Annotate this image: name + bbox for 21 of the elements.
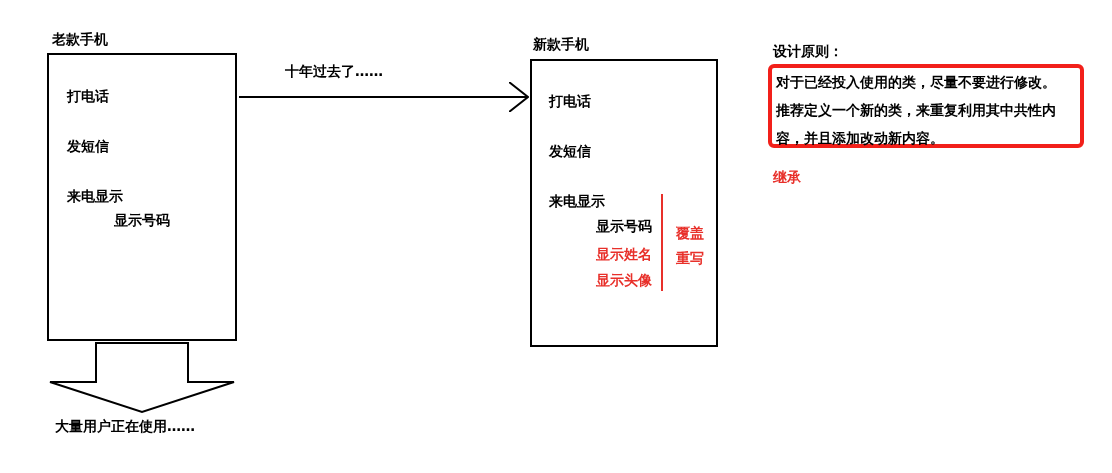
card-heading: 新款手机 (533, 35, 589, 53)
caption-text: 大量用户正在使用…… (55, 417, 195, 435)
feature-text: 显示姓名 (596, 245, 652, 263)
feature-text: 打电话 (67, 87, 109, 105)
arrow (238, 81, 529, 113)
annotation-text: 继承 (773, 168, 801, 186)
feature-text: 显示号码 (596, 217, 652, 235)
feature-text: 显示头像 (596, 271, 652, 289)
card-heading: 老款手机 (52, 30, 108, 48)
feature-text: 发短信 (549, 142, 591, 160)
block-arrow (49, 342, 235, 414)
feature-text: 显示号码 (114, 211, 170, 229)
card-heading: 设计原则： (773, 42, 843, 60)
feature-text: 打电话 (549, 92, 591, 110)
annotation-text: 覆盖 (676, 224, 704, 242)
note-text: 对于已经投入使用的类，尽量不要进行修改。推荐定义一个新的类，来重复利用其中共性内容，并且添加改动新内容。 (776, 73, 1057, 148)
feature-text: 来电显示 (67, 187, 123, 205)
feature-text: 发短信 (67, 137, 109, 155)
feature-text: 来电显示 (549, 192, 605, 210)
edge-label: 十年过去了…… (285, 62, 383, 80)
annotation-text: 重写 (676, 249, 704, 267)
